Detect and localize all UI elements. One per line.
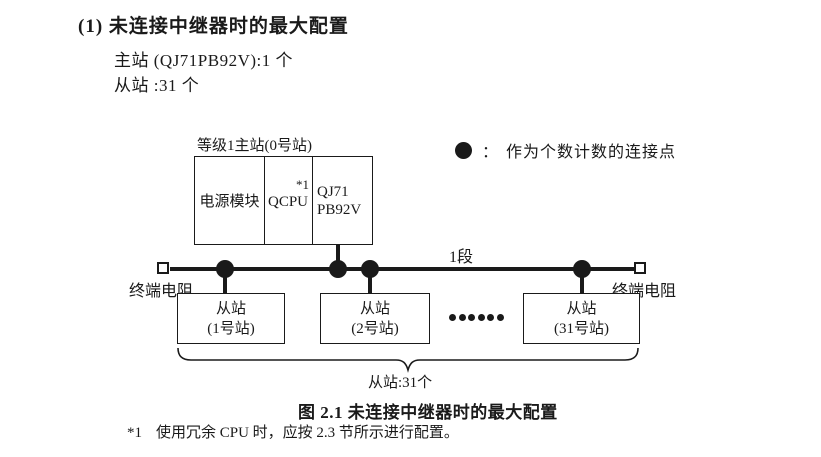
footnote-text: 使用冗余 CPU 时，应按 2.3 节所示进行配置。 [156, 425, 459, 441]
connection-point-dot [216, 260, 234, 278]
module-name-line1: QJ71 [317, 183, 349, 200]
slave2-name: 从站 [359, 300, 390, 317]
cpu-label: QCPU [268, 194, 309, 210]
slave1-number: (1号站) [207, 320, 255, 337]
slave31-name: 从站 [566, 300, 597, 317]
pb92v-module-cell: QJ71 PB92V [313, 157, 372, 244]
legend: ： 作为个数计数的连接点 [455, 138, 676, 162]
master-station-box: 电源模块 *1 QCPU QJ71 PB92V [194, 156, 373, 245]
footnote-marker: *1 [127, 425, 142, 441]
legend-colon: ： [482, 144, 499, 161]
terminator-left-icon [157, 262, 169, 274]
slave-count-line: 从站 :31 个 [114, 76, 200, 95]
slave-station-box-31: 从站 (31号站) [523, 293, 640, 344]
legend-text: 作为个数计数的连接点 [506, 144, 677, 161]
module-name-line2: PB92V [317, 201, 362, 218]
slave2-drop-line [368, 270, 372, 293]
slave-station-box-2: 从站 (2号站) [320, 293, 430, 344]
brace-under-slaves [177, 347, 639, 373]
connection-point-dot [361, 260, 379, 278]
segment-label: 1段 [449, 249, 474, 266]
figure-caption: 图 2.1 未连接中继器时的最大配置 [298, 403, 558, 422]
slave31-drop-line [580, 270, 584, 293]
bus-line [170, 267, 635, 271]
connection-point-icon [455, 141, 472, 159]
master-count-line: 主站 (QJ71PB92V):1 个 [114, 51, 294, 70]
ellipsis-dots-icon [449, 314, 504, 321]
slave1-drop-line [223, 270, 227, 293]
power-module-cell: 电源模块 [195, 157, 265, 244]
master-station-label: 等级1主站(0号站) [197, 138, 312, 154]
footnote: *1 使用冗余 CPU 时，应按 2.3 节所示进行配置。 [127, 421, 459, 442]
slave1-name: 从站 [215, 300, 246, 317]
cpu-cell: *1 QCPU [265, 157, 313, 244]
footnote-ref: *1 [296, 177, 309, 192]
slave2-number: (2号站) [351, 320, 399, 337]
connection-point-dot [573, 260, 591, 278]
slave31-number: (31号站) [554, 320, 609, 337]
master-drop-line [336, 244, 340, 270]
connection-point-dot [329, 260, 347, 278]
slave-station-box-1: 从站 (1号站) [177, 293, 285, 344]
brace-label: 从站:31个 [368, 375, 433, 391]
section-heading: (1) 未连接中继器时的最大配置 [78, 16, 349, 37]
terminator-right-icon [634, 262, 646, 274]
